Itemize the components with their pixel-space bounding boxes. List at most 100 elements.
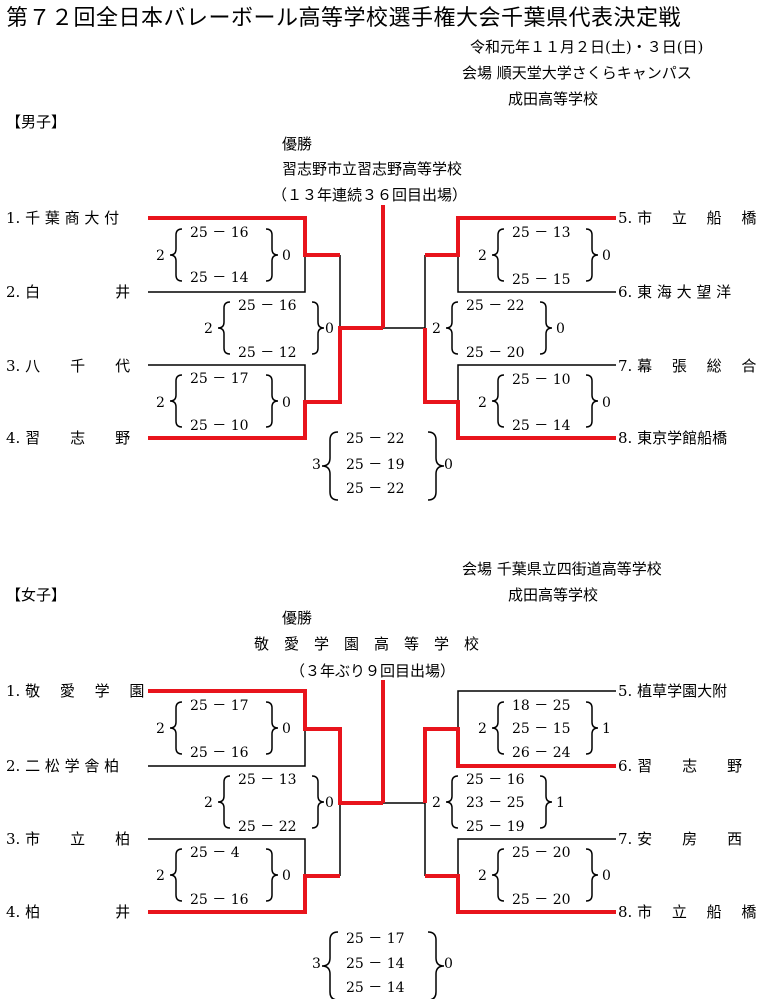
boys-m4-l: 0 (602, 248, 611, 264)
boys-m6-brace-r (539, 301, 553, 355)
girls-winner-name: 敬 愛 学 園 高 等 学 校 (254, 635, 480, 653)
boys-line-7 (457, 364, 616, 402)
girls-win-4 (148, 874, 340, 914)
boys-team-4: 4. 習 志 野 (6, 429, 131, 447)
girls-final-set3: 25 － 14 (346, 980, 405, 996)
girls-m2-l: 0 (282, 868, 291, 884)
boys-m3-l: 0 (325, 321, 334, 337)
girls-m4-l: 1 (602, 721, 611, 737)
boys-m3-set2: 25 － 12 (238, 345, 297, 361)
boys-m2-brace-r (265, 374, 279, 428)
boys-m2-w: 2 (156, 395, 165, 411)
boys-m5-set1: 25 － 10 (512, 372, 571, 388)
boys-winner-note: （１３年連続３６回目出場） (272, 186, 468, 204)
boys-m3-brace-l (217, 301, 231, 355)
girls-team-2: 2. 二 松 学 舎 柏 (6, 757, 120, 775)
girls-m2-w: 2 (156, 868, 165, 884)
boys-m6-w: 2 (432, 321, 441, 337)
girls-label: 【女子】 (6, 586, 67, 604)
girls-m5-brace-r (585, 848, 599, 902)
boys-winner-name: 習志野市立習志野高等学校 (282, 160, 463, 178)
boys-team-1: 1. 千 葉 商 大 付 (6, 209, 120, 227)
boys-m3-brace-r (311, 301, 325, 355)
event-date: 令和元年１１月２日(土)・３日(日) (470, 38, 704, 56)
boys-m1-set2: 25 － 14 (190, 270, 249, 286)
girls-m2-set2: 25 － 16 (190, 892, 249, 908)
boys-team-6: 6. 東 海 大 望 洋 (618, 283, 732, 301)
girls-winner-note: （３年ぶり９回目出場） (290, 662, 456, 680)
boys-final-brace-r (427, 431, 445, 501)
girls-m6-l: 1 (556, 795, 565, 811)
girls-win-6 (423, 727, 616, 803)
boys-m2-brace-l (169, 374, 183, 428)
girls-m3-brace-r (311, 775, 325, 829)
girls-m4-set3: 26 － 24 (512, 745, 571, 761)
boys-label: 【男子】 (6, 113, 67, 131)
venue-girls-1: 会場 千葉県立四街道高等学校 (462, 560, 662, 578)
venue-boys-1: 会場 順天堂大学さくらキャンパス (462, 64, 692, 82)
girls-team-8: 8. 市 立 船 橋 (618, 903, 757, 921)
girls-m3-l: 0 (325, 795, 334, 811)
boys-m2-l: 0 (282, 395, 291, 411)
girls-m6-set1: 25 － 16 (466, 772, 525, 788)
girls-m5-set1: 25 － 20 (512, 845, 571, 861)
girls-m2-brace-r (265, 848, 279, 902)
venue-boys-2: 成田高等学校 (508, 90, 599, 108)
boys-m4-brace-l (491, 228, 505, 282)
boys-m5-l: 0 (602, 395, 611, 411)
girls-m6-brace-l (445, 775, 459, 829)
girls-line-3 (148, 838, 306, 876)
boys-team-7: 7. 幕 張 総 合 (618, 357, 757, 375)
girls-m1-brace-l (169, 701, 183, 755)
boys-m1-l: 0 (282, 248, 291, 264)
girls-m2-set1: 25 － 4 (190, 845, 240, 861)
boys-m1-set1: 25 － 16 (190, 225, 249, 241)
girls-winner-label: 優勝 (282, 609, 313, 627)
boys-win-5 (425, 216, 616, 257)
girls-m4-set2: 25 － 15 (512, 721, 571, 737)
girls-line-2 (148, 729, 306, 767)
girls-m5-brace-l (491, 848, 505, 902)
girls-win-8 (425, 874, 616, 914)
boys-m5-set2: 25 － 14 (512, 418, 571, 434)
boys-win-4 (148, 326, 383, 440)
boys-final-set3: 25 － 22 (346, 481, 405, 497)
girls-m6-brace-r (539, 775, 553, 829)
girls-m1-set2: 25 － 16 (190, 745, 249, 761)
boys-m2-set2: 25 － 10 (190, 418, 249, 434)
girls-m4-w: 2 (478, 721, 487, 737)
boys-m3-w: 2 (204, 321, 213, 337)
boys-winner-label: 優勝 (282, 135, 313, 153)
boys-m4-set1: 25 － 13 (512, 225, 571, 241)
girls-m3-w: 2 (204, 795, 213, 811)
girls-m6-set3: 25 － 19 (466, 819, 525, 835)
girls-m6-set2: 23 － 25 (466, 795, 525, 811)
boys-team-3: 3. 八 千 代 (6, 357, 131, 375)
girls-m4-brace-l (491, 701, 505, 755)
girls-m4-set1: 18 － 25 (512, 698, 571, 714)
boys-final-set1: 25 － 22 (346, 431, 405, 447)
boys-team-2: 2. 白 井 (6, 283, 131, 301)
boys-final-w: 3 (312, 457, 321, 473)
girls-final-w: 3 (312, 956, 321, 972)
girls-team-1: 1. 敬 愛 学 園 (6, 682, 145, 700)
girls-m6-w: 2 (432, 795, 441, 811)
boys-m4-brace-r (585, 228, 599, 282)
boys-final-l: 0 (444, 457, 453, 473)
boys-m3-set1: 25 － 16 (238, 298, 297, 314)
boys-m5-brace-r (585, 374, 599, 428)
girls-m5-l: 0 (602, 868, 611, 884)
boys-line-3 (148, 364, 306, 402)
girls-final-set1: 25 － 17 (346, 931, 405, 947)
boys-m1-brace-r (265, 228, 279, 282)
boys-m6-set2: 25 － 20 (466, 345, 525, 361)
girls-final-brace-l (321, 931, 339, 999)
boys-m2-set1: 25 － 17 (190, 371, 249, 387)
girls-m5-w: 2 (478, 868, 487, 884)
boys-m6-set1: 25 － 22 (466, 298, 525, 314)
boys-line-6 (457, 255, 616, 293)
girls-line-5 (457, 690, 616, 729)
boys-team-5: 5. 市 立 船 橋 (618, 209, 757, 227)
boys-m6-l: 0 (556, 321, 565, 337)
girls-line-7 (457, 838, 616, 876)
